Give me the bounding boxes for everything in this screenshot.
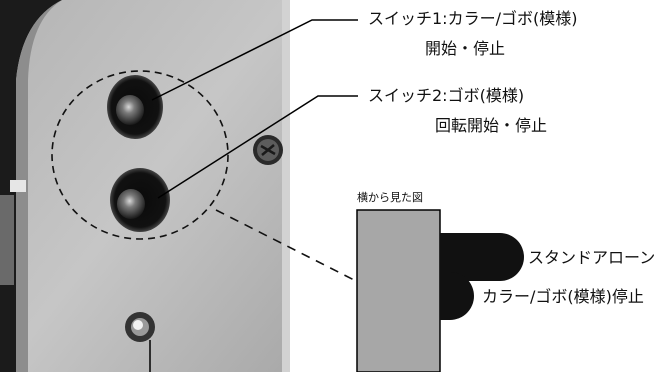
switches-highlight-circle [51,70,229,240]
switch1-label-line1: スイッチ1:カラー/ゴボ(模様) [368,9,578,28]
switch1-knob [107,75,163,139]
screw-icon [253,135,283,165]
switch2-label-line1: スイッチ2:ゴボ(模様) [368,86,525,105]
position-lower-label: カラー/ゴボ(模様)停止 [482,287,644,306]
side-view-connector [215,209,359,283]
switch2-leader [157,95,358,199]
switch1-leader [151,19,358,101]
device-photo [0,0,290,372]
switch1-label-line2: 開始・停止 [425,39,506,58]
led-indicator [125,312,155,372]
lever-upper [440,233,524,281]
side-view-diagram [356,209,524,373]
lever-lower [440,272,474,320]
switch2-knob [110,168,170,232]
switch2-label-line2: 回転開始・停止 [435,116,548,135]
position-upper-label: スタンドアローン [528,248,656,267]
side-view-title: 横から見た図 [357,191,423,204]
